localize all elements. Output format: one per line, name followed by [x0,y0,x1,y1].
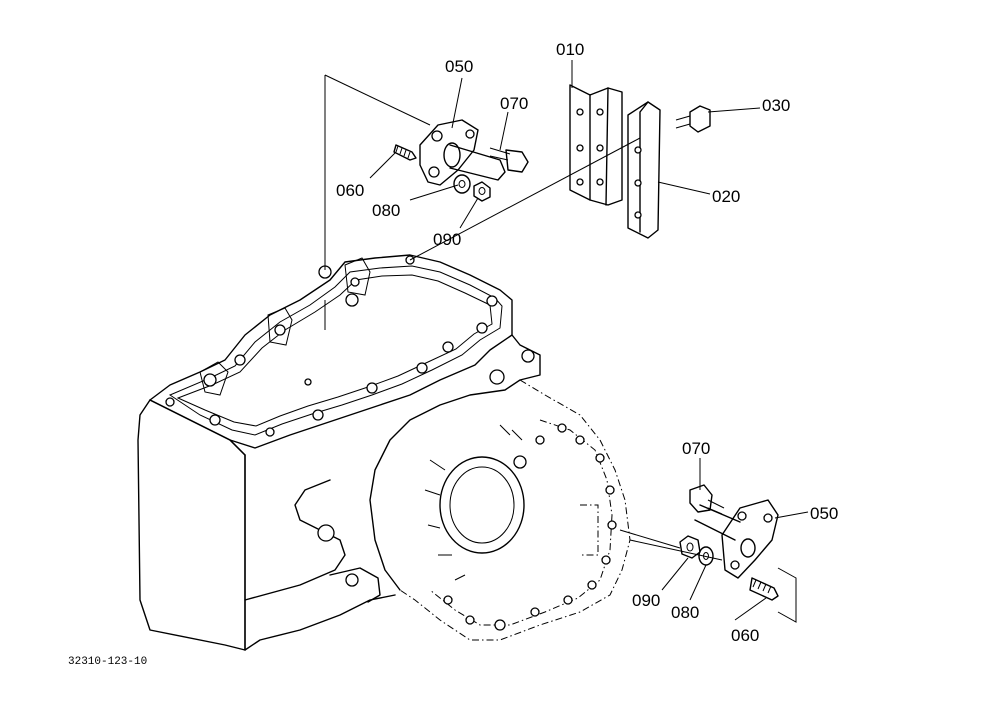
bolt-070-top [489,147,529,173]
figure-code: 32310-123-10 [68,656,148,668]
part-label-030: 030 [762,96,791,115]
part-label-010: 010 [556,40,585,59]
washer-080-top [453,174,471,194]
part-label-060-right: 060 [731,626,760,645]
part-label-090-right: 090 [632,591,661,610]
assembly-guide-lines [324,74,797,623]
part-label-090-top: 090 [433,230,462,249]
part-label-070-top: 070 [500,94,529,113]
plate-020 [627,101,661,239]
part-label-020: 020 [712,187,741,206]
bolt-030 [675,105,711,133]
part-label-060-top: 060 [336,181,365,200]
bolt-070-right [689,484,725,515]
nut-090-top [473,181,491,202]
transmission-housing [137,254,541,651]
part-label-050-right: 050 [810,504,839,523]
bracket-010 [569,84,623,206]
leader-lines [369,60,809,621]
part-label-080-top: 080 [372,201,401,220]
washer-080-right [698,546,714,566]
plate-050-top [419,119,506,186]
stud-060-right [749,577,779,601]
stud-060-top [393,144,417,161]
bell-housing [399,379,631,641]
part-label-080-right: 080 [671,603,700,622]
plate-050-right [694,499,779,579]
part-label-050-top: 050 [445,57,474,76]
part-label-070-right: 070 [682,439,711,458]
